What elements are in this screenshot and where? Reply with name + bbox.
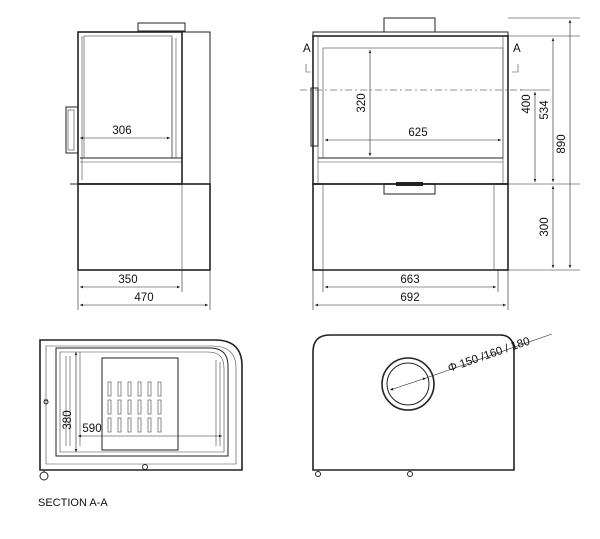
section-firebox-wall [55,347,229,457]
flue-collar-inner [386,362,430,406]
dim-height-total: 890 [556,134,568,153]
dim-height-base: 300 [539,217,551,236]
section-marker-left: A [303,43,311,55]
top-view: Φ 150 /160 / 180 [312,333,553,477]
dim-front-glass-height: 320 [356,93,368,112]
section-foot-mid [142,464,148,470]
dim-section-depth: 380 [62,410,74,429]
section-foot-left [39,471,49,481]
section-marker-right: A [513,43,521,55]
side-top-collar [137,22,186,32]
front-view: A A 320 625 663 692 400 534 890 300 [300,17,580,310]
dim-side-depth-inner: 350 [118,274,137,286]
dim-front-inner-width: 306 [112,125,131,137]
side-view: 306 350 470 [65,22,211,310]
front-door-handle [310,87,319,147]
top-foot-left [315,471,321,477]
top-plate-outline [312,334,515,471]
front-glass-panel [322,47,504,159]
side-rear-panel [181,31,211,185]
side-stove-body [77,31,183,185]
side-glass-panel [83,35,173,159]
section-view: 380 590 SECTION A-A [38,339,243,509]
section-caption: SECTION A-A [38,497,108,509]
front-top-collar [383,17,436,33]
front-base-pedestal [312,183,509,271]
dim-height-firebox: 534 [539,100,551,120]
top-foot-mid [407,471,413,477]
dim-flue-diameter: Φ 150 /160 / 180 [446,336,531,375]
dim-height-to-top: 400 [521,94,533,113]
side-base-pedestal [77,183,211,271]
dim-section-width: 590 [82,423,101,435]
dim-front-body-inner: 663 [400,274,419,286]
section-grate-plate [101,357,179,451]
section-outer-shell [39,339,243,471]
flue-collar-outer [381,357,435,411]
dim-front-body-outer: 692 [400,292,419,304]
dim-side-depth-outer: 470 [134,292,153,304]
side-door-handle [65,106,79,154]
dim-front-glass-width: 625 [408,127,427,139]
